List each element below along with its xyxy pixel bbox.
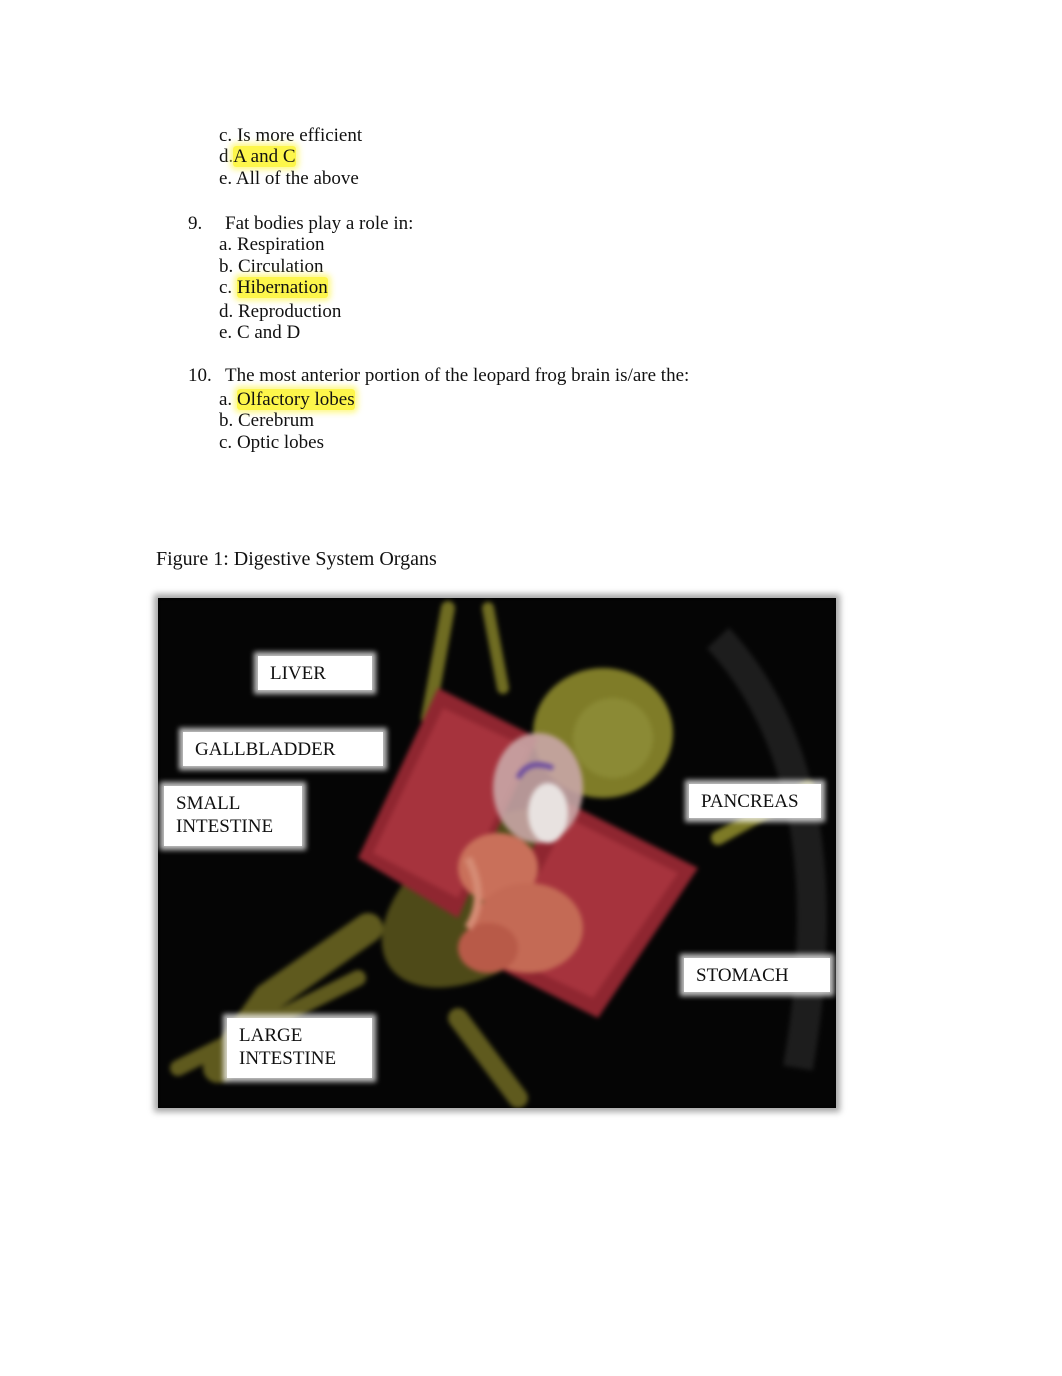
question-prompt: The most anterior portion of the leopard… — [225, 365, 690, 386]
label-pancreas: PANCREAS — [689, 784, 821, 818]
q10-option-c: c. Optic lobes — [219, 432, 324, 454]
option-letter: b. — [219, 410, 234, 431]
figure-caption: Figure 1: Digestive System Organs — [156, 548, 437, 570]
option-text: All of the above — [235, 168, 359, 189]
q8-option-d: d.A and C — [219, 146, 296, 168]
label-large-intestine: LARGE INTESTINE — [227, 1018, 372, 1078]
option-letter: c. — [219, 277, 233, 298]
option-letter: a. — [219, 389, 233, 410]
highlighted-answer: Hibernation — [236, 277, 328, 298]
label-small-intestine: SMALL INTESTINE — [164, 786, 302, 846]
option-text: Cerebrum — [238, 410, 314, 431]
label-line: SMALL — [176, 793, 241, 814]
q9-option-c: c. Hibernation — [219, 277, 328, 299]
option-text: Reproduction — [238, 301, 342, 322]
q9-option-d: d. Reproduction — [219, 301, 341, 323]
question-number: 10. — [188, 365, 212, 386]
option-letter: c. — [219, 125, 233, 146]
question-prompt: Fat bodies play a role in: — [225, 213, 414, 234]
option-text: Is more efficient — [236, 125, 363, 146]
option-letter: e. — [219, 168, 233, 189]
q9-option-a: a. Respiration — [219, 234, 325, 256]
label-line: INTESTINE — [239, 1048, 337, 1069]
label-stomach: STOMACH — [684, 958, 830, 992]
label-gallbladder: GALLBLADDER — [183, 732, 383, 766]
label-line: INTESTINE — [176, 816, 274, 837]
question-number: 9. — [188, 213, 203, 234]
q8-option-c: c. Is more efficient — [219, 125, 362, 147]
q8-option-e: e. All of the above — [219, 168, 359, 190]
q9-option-e: e. C and D — [219, 322, 300, 344]
option-letter: c. — [219, 432, 233, 453]
q10-option-a: a. Olfactory lobes — [219, 389, 355, 411]
option-letter: d. — [219, 301, 234, 322]
frog-dissection-figure: LIVER GALLBLADDER SMALL INTESTINE PANCRE… — [158, 598, 836, 1108]
option-text: Optic lobes — [236, 432, 325, 453]
label-liver: LIVER — [258, 656, 372, 690]
option-letter: e. — [219, 322, 233, 343]
q9-option-b: b. Circulation — [219, 256, 323, 278]
option-text: C and D — [236, 322, 301, 343]
option-text: Respiration — [236, 234, 325, 255]
frog-dissection-image — [158, 598, 836, 1108]
label-line: LARGE — [239, 1025, 303, 1046]
option-letter: b. — [219, 256, 234, 277]
highlighted-answer: A and C — [233, 146, 296, 167]
highlighted-answer: Olfactory lobes — [236, 389, 355, 410]
option-letter: a. — [219, 234, 233, 255]
q10-option-b: b. Cerebrum — [219, 410, 314, 432]
option-text: Circulation — [238, 256, 324, 277]
option-letter: d. — [219, 146, 234, 167]
